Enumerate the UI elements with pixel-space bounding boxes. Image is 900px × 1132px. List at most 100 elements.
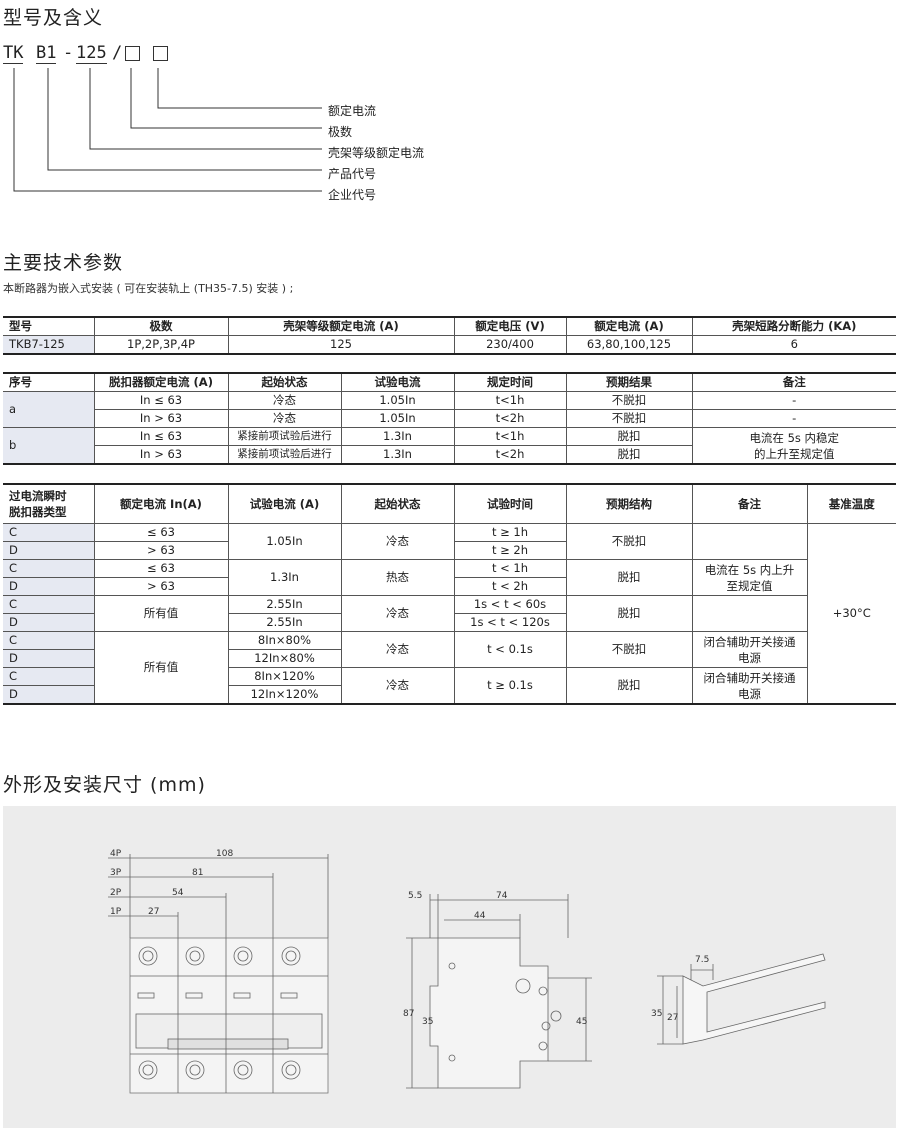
model-dash: - xyxy=(63,43,74,63)
cell: 1s < t < 120s xyxy=(453,613,566,632)
cell: 1s < t < 60s xyxy=(453,595,567,614)
label-2p: 2P xyxy=(110,888,122,898)
table-row: D 12In×120% xyxy=(3,685,896,705)
cell: 脱扣 xyxy=(565,595,693,632)
meaning-poles: 极数 xyxy=(328,125,353,139)
th-note: 备注 xyxy=(691,372,896,392)
dim-27: 27 xyxy=(148,907,159,917)
cell: 2.55In xyxy=(227,595,342,614)
cell: t<1h xyxy=(453,391,567,410)
label-4p: 4P xyxy=(110,849,122,859)
cell-type: D xyxy=(3,541,95,560)
th-seq: 序号 xyxy=(3,372,95,392)
cell: 冷态 xyxy=(340,631,455,668)
dim-108: 108 xyxy=(216,849,233,859)
cell-breaking-capacity: 6 xyxy=(691,335,896,355)
cell: 冷态 xyxy=(340,667,455,705)
cell: 冷态 xyxy=(340,595,455,632)
note-line: 的上升至规定值 xyxy=(754,446,835,461)
table-row: In > 63 冷态 1.05In t<2h 不脱扣 - xyxy=(3,409,896,428)
params-table: 型号 极数 壳架等级额定电流 (A) 额定电压 (V) 额定电流 (A) 壳架短… xyxy=(3,316,896,355)
cell: t < 1h xyxy=(453,559,567,578)
cell: 12In×120% xyxy=(227,685,341,705)
section-title-params: 主要技术参数 xyxy=(3,252,124,274)
cell: > 63 xyxy=(93,577,229,596)
cell: t ≥ 1h xyxy=(453,523,567,542)
cell: 不脱扣 xyxy=(565,631,693,668)
note-line: 闭合辅助开关接通 xyxy=(703,634,796,649)
cell: 8In×80% xyxy=(227,631,342,650)
table-row: D > 63 t ≥ 2h xyxy=(3,541,896,560)
section-title-dimensions: 外形及安装尺寸 (mm) xyxy=(3,774,206,796)
label-3p: 3P xyxy=(110,868,122,878)
cell-type: C xyxy=(3,631,95,650)
table-header-row: 过电流瞬时 脱扣器类型 额定电流 In(A) 试验电流 (A) 起始状态 试验时… xyxy=(3,483,896,524)
cell: t<2h xyxy=(453,445,567,465)
cell: 不脱扣 xyxy=(565,523,693,560)
dim-87: 87 xyxy=(403,1009,414,1019)
th-trip-rated: 脱扣器额定电流 (A) xyxy=(93,372,229,392)
th-temp: 基准温度 xyxy=(806,483,896,524)
cell: ≤ 63 xyxy=(93,523,229,542)
cell: t ≥ 2h xyxy=(453,541,566,560)
cell: 2.55In xyxy=(227,613,342,632)
th-start-state: 起始状态 xyxy=(227,372,342,392)
cell-note: 闭合辅助开关接通 电源 xyxy=(691,631,807,668)
cell: 热态 xyxy=(340,559,455,596)
cell-frame-current: 125 xyxy=(227,335,455,355)
cell: 1.3In xyxy=(340,445,455,465)
model-box-1 xyxy=(125,46,140,66)
cell: 1.05In xyxy=(227,523,342,560)
model-tk: TK xyxy=(3,43,24,64)
th-frame-current: 壳架等级额定电流 (A) xyxy=(227,316,455,336)
cell-type: D xyxy=(3,685,95,705)
model-leader-lines xyxy=(13,68,322,192)
cell-empty xyxy=(691,523,808,560)
cell-type: D xyxy=(3,577,95,596)
cell-type: C xyxy=(3,523,95,542)
note-line: 电源 xyxy=(738,650,761,665)
cell: 冷态 xyxy=(340,523,455,560)
cell-note: 电流在 5s 内上升 至规定值 xyxy=(691,559,807,596)
instant-trip-table: 过电流瞬时 脱扣器类型 额定电流 In(A) 试验电流 (A) 起始状态 试验时… xyxy=(3,483,896,705)
model-b1: B1 xyxy=(36,43,57,64)
cell: - xyxy=(691,391,896,410)
dim-54: 54 xyxy=(172,888,184,898)
table-row: D > 63 t < 2h xyxy=(3,577,896,596)
table-row: a In ≤ 63 冷态 1.05In t<1h 不脱扣 - xyxy=(3,391,896,428)
cell-seq-a: a xyxy=(3,391,95,428)
model-slash: / xyxy=(112,43,123,63)
th-breaking-capacity: 壳架短路分断能力 (KA) xyxy=(691,316,896,336)
cell: In > 63 xyxy=(94,445,229,465)
cell-type: C xyxy=(3,559,95,578)
table-row: In > 63 紧接前项试验后进行 1.3In t<2h 脱扣 xyxy=(3,445,896,465)
cell: 不脱扣 xyxy=(565,409,693,428)
table-row: D 2.55In 1s < t < 120s xyxy=(3,613,896,632)
th-note: 备注 xyxy=(691,483,808,524)
table-row: D 12In×80% xyxy=(3,649,896,668)
table-row: C 所有值 8In×80% 冷态 t < 0.1s 不脱扣 闭合辅助开关接通 电… xyxy=(3,631,896,705)
cell-model: TKB7-125 xyxy=(3,335,95,355)
trip-test-table: 序号 脱扣器额定电流 (A) 起始状态 试验电流 规定时间 预期结果 备注 a … xyxy=(3,372,896,465)
cell-type: D xyxy=(3,613,95,632)
model-125: 125 xyxy=(76,43,107,64)
cell: 1.3In xyxy=(340,427,455,446)
table-row: C ≤ 63 1.05In 冷态 t ≥ 1h 不脱扣 +30°C xyxy=(3,523,896,705)
cell: 所有值 xyxy=(93,595,229,632)
cell-type: C xyxy=(3,667,95,686)
th-start-state: 起始状态 xyxy=(340,483,455,524)
dim-74: 74 xyxy=(496,891,508,901)
cell: t<1h xyxy=(453,427,567,446)
meaning-frame-current: 壳架等级额定电流 xyxy=(328,146,425,160)
table-row: C 所有值 2.55In 冷态 1s < t < 60s 脱扣 xyxy=(3,595,896,632)
rail-drawing: 7.5 35 27 xyxy=(651,953,826,1045)
dim-81: 81 xyxy=(192,868,203,878)
cell: 冷态 xyxy=(227,409,342,428)
cell: 冷态 xyxy=(227,391,342,410)
cell: 脱扣 xyxy=(565,559,693,596)
cell: > 63 xyxy=(93,541,229,560)
cell-type: D xyxy=(3,649,95,668)
note-line: 闭合辅助开关接通 xyxy=(703,670,796,685)
meaning-product-code: 产品代号 xyxy=(328,167,377,181)
cell: 所有值 xyxy=(93,631,229,705)
